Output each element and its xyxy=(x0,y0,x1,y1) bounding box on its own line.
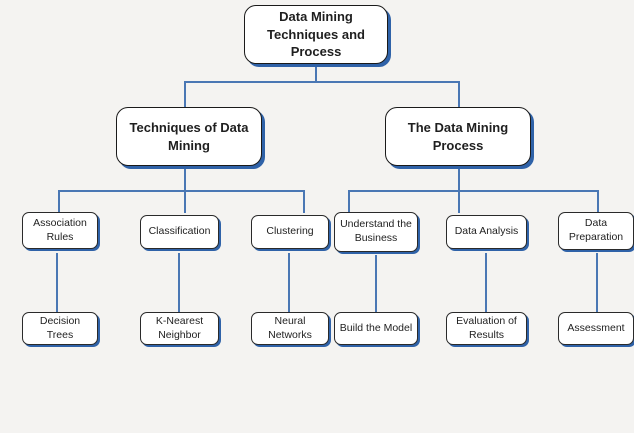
clustering-node: Clustering xyxy=(251,215,329,249)
classification-node: Classification xyxy=(140,215,219,249)
understand-business-node: Understand the Business xyxy=(334,212,418,252)
data-analysis-node: Data Analysis xyxy=(446,215,527,249)
root-node: Data Mining Techniques and Process xyxy=(244,5,388,64)
neural-networks-node: Neural Networks xyxy=(251,312,329,345)
process-node: The Data Mining Process xyxy=(385,107,531,166)
build-the-model-node: Build the Model xyxy=(334,312,418,345)
data-preparation-node: Data Preparation xyxy=(558,212,634,250)
evaluation-of-results-node: Evaluation of Results xyxy=(446,312,527,345)
assessment-node: Assessment xyxy=(558,312,634,345)
decision-trees-node: Decision Trees xyxy=(22,312,98,345)
association-rules-node: Association Rules xyxy=(22,212,98,249)
techniques-node: Techniques of Data Mining xyxy=(116,107,262,166)
k-nearest-neighbor-node: K-Nearest Neighbor xyxy=(140,312,219,345)
